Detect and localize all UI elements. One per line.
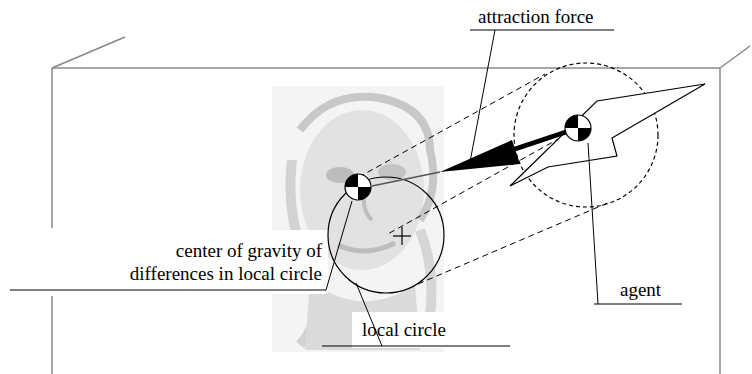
underline: [470, 30, 614, 31]
local-circle: [328, 177, 444, 293]
force-head: [440, 140, 520, 172]
frame-edge: [51, 296, 53, 374]
center-line: [386, 128, 578, 235]
callout-label: local circle: [362, 318, 446, 341]
cog-symbol: [565, 115, 591, 141]
tangent-line: [418, 202, 610, 284]
frame-edge: [52, 67, 720, 69]
image-ground: [272, 86, 444, 352]
cog-ring: [345, 174, 371, 200]
cog-quadrant: [578, 128, 591, 141]
projection-lines: [350, 74, 610, 284]
force-line: [372, 172, 440, 186]
underline: [594, 304, 682, 305]
agent-shape: [510, 84, 705, 186]
face-image: [272, 86, 444, 352]
mouth: [338, 243, 395, 251]
sensing-circle: [514, 63, 658, 207]
leader-line: [470, 30, 495, 162]
force-shaft: [512, 130, 572, 150]
tangent-line: [350, 74, 545, 182]
center-cross: [393, 227, 411, 245]
underline: [322, 346, 510, 347]
callout-label: center of gravity of differences in loca…: [126, 239, 322, 285]
callout-label: attraction force: [478, 5, 594, 28]
cog-ring: [565, 115, 591, 141]
frame: [52, 37, 750, 374]
cog-quadrant: [345, 174, 358, 187]
frame-edge: [720, 46, 750, 68]
cross-line: [401, 227, 402, 245]
frame-edge: [52, 37, 125, 68]
leader-line: [588, 143, 598, 304]
frame-edge: [51, 68, 53, 228]
hair: [300, 97, 433, 220]
leader-line: [326, 201, 352, 290]
cog-quadrant: [565, 115, 578, 128]
frame-edge: [719, 68, 721, 374]
leaders: [10, 30, 682, 346]
callout-label: agent: [620, 278, 661, 301]
cog-symbol: [345, 174, 371, 200]
underline: [10, 290, 326, 291]
cog-quadrant: [358, 187, 371, 200]
